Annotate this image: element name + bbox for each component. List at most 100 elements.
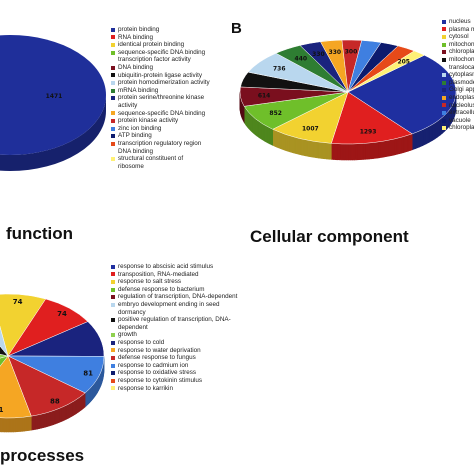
- legend-swatch: [111, 279, 115, 284]
- processes-side-segment: [3, 417, 7, 433]
- legend-label: RNA binding: [118, 33, 154, 41]
- legend-label: sequence-specific DNA binding: [118, 109, 206, 117]
- legend-label: endoplas: [449, 93, 474, 101]
- legend-item: defense response to bacterium: [111, 286, 237, 294]
- legend-swatch: [111, 348, 115, 353]
- cellular-component-slice-label: 852: [269, 110, 282, 117]
- legend-swatch: [442, 110, 446, 115]
- legend-swatch: [442, 27, 446, 32]
- legend-item: ubiquitin-protein ligase activity: [111, 72, 210, 80]
- legend-label: protein kinase activity: [118, 117, 179, 125]
- legend-swatch: [111, 118, 115, 123]
- legend-label: extracellu: [449, 109, 474, 117]
- processes-side-segment: [24, 416, 28, 432]
- legend-item: response to cytokinin stimulus: [111, 377, 237, 385]
- legend-label: nucleolus: [449, 101, 474, 109]
- legend-item: protein binding: [111, 26, 210, 34]
- function-slice-label: 1471: [46, 93, 63, 100]
- legend-swatch: [111, 386, 115, 391]
- legend-label: transposition, RNA-mediated: [118, 270, 199, 278]
- legend-item: cytosol: [442, 33, 474, 41]
- legend-label: response to karrikin: [118, 384, 173, 392]
- legend-label: defense response to bacterium: [118, 285, 205, 293]
- legend-item: regulation of transcription, DNA-depende…: [111, 293, 237, 301]
- legend-swatch: [442, 42, 446, 47]
- legend-swatch: [111, 302, 115, 307]
- legend-item: chloropla: [442, 48, 474, 56]
- legend-item: chloropla: [442, 124, 474, 132]
- processes-side-segment: [8, 417, 12, 433]
- legend-item: identical protein binding: [111, 41, 210, 49]
- legend-label: positive regulation of transcription, DN…: [118, 316, 231, 331]
- processes-side-segment: [39, 413, 43, 429]
- legend-label: response to salt stress: [118, 278, 181, 286]
- processes-side-segment: [33, 415, 36, 431]
- legend-item: mRNA binding: [111, 87, 210, 95]
- legend-swatch: [111, 27, 115, 32]
- legend-label: protein binding: [118, 26, 160, 33]
- processes-slice-label: 91: [0, 406, 4, 414]
- cellular-component-slice-label: 614: [258, 93, 271, 100]
- legend-label: response to cold: [118, 338, 165, 346]
- legend-item: structural constituent of ribosome: [111, 155, 210, 170]
- legend-item: response to oxidative stress: [111, 369, 237, 377]
- processes-side-segment: [35, 414, 38, 430]
- processes-slice: [0, 353, 9, 359]
- legend-item: embryo development ending in seed dorman…: [111, 301, 237, 316]
- function-pie-side: [0, 95, 106, 171]
- legend-item: transposition, RNA-mediated: [111, 271, 237, 279]
- legend-item: response to cold: [111, 339, 237, 347]
- legend-item: sequence-specific DNA binding transcript…: [111, 49, 210, 64]
- legend-item: nucleolus: [442, 102, 474, 110]
- processes-side-segment: [1, 417, 5, 433]
- legend-swatch: [442, 88, 446, 93]
- legend-swatch: [111, 134, 115, 139]
- legend-item: cytoplasm: [442, 71, 474, 79]
- legend-swatch: [111, 333, 115, 338]
- processes-side-segment: [17, 417, 21, 432]
- legend-label: mRNA binding: [118, 86, 159, 94]
- legend-label: Golgi app: [449, 86, 474, 94]
- legend-swatch: [442, 126, 446, 131]
- legend-item: DNA binding: [111, 64, 210, 72]
- legend-item: response to salt stress: [111, 278, 237, 286]
- cellular-component-slice-label: 440: [295, 55, 308, 62]
- legend-swatch: [111, 264, 115, 269]
- processes-title: processes: [0, 446, 85, 465]
- processes-side-segment: [45, 412, 49, 428]
- legend-swatch: [111, 317, 115, 322]
- legend-item: protein kinase activity: [111, 117, 210, 125]
- legend-swatch: [111, 126, 115, 131]
- processes-side-segment: [30, 415, 34, 431]
- legend-swatch: [111, 363, 115, 368]
- legend-item: response to cadmium ion: [111, 362, 237, 370]
- processes-side-segment: [22, 416, 25, 432]
- legend-swatch: [442, 72, 446, 77]
- legend-label: defense response to fungus: [118, 354, 196, 362]
- legend-item: mitochon transloca: [442, 56, 474, 71]
- legend-item: endoplas: [442, 94, 474, 102]
- processes-slice: [7, 355, 86, 417]
- cellular-component-title: Cellular component: [250, 227, 409, 246]
- legend-swatch: [111, 295, 115, 300]
- processes-side-segment: [41, 413, 45, 429]
- processes-side-segment: [28, 415, 32, 431]
- cellular-component-slice: [347, 54, 457, 135]
- legend-item: response to abscisic acid stimulus: [111, 263, 237, 271]
- processes-slice-label: 74: [57, 310, 67, 318]
- legend-swatch: [442, 50, 446, 55]
- cellular-component-slice-label: 330: [329, 49, 342, 56]
- processes-side-segment: [10, 417, 14, 433]
- legend-swatch: [111, 42, 115, 47]
- processes-side-segment: [0, 417, 3, 433]
- legend-swatch: [442, 118, 446, 123]
- legend-item: nucleus: [442, 18, 474, 26]
- legend-label: zinc ion binding: [118, 124, 162, 132]
- processes-side-segment: [43, 412, 47, 428]
- processes-side-segment: [15, 417, 19, 433]
- legend-label: structural constituent of ribosome: [118, 155, 184, 170]
